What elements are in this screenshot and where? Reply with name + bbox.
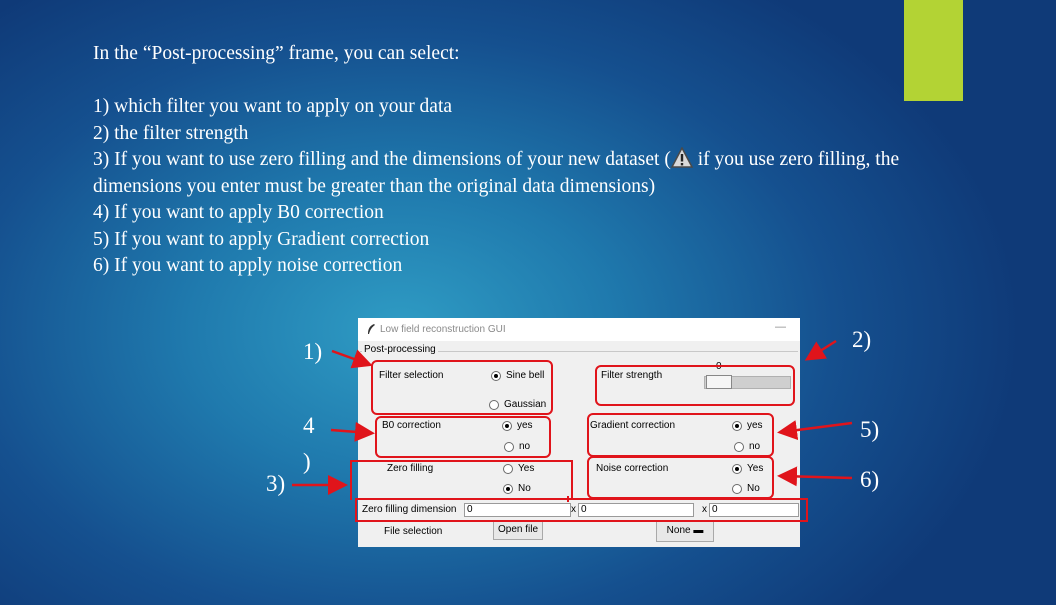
annotation-box-b0 — [375, 416, 551, 458]
list-item-1: 1) which filter you want to apply on you… — [93, 96, 453, 117]
radio-gradient-no[interactable] — [734, 442, 744, 452]
arrow-4 — [330, 421, 375, 442]
b0-correction-label: B0 correction — [382, 420, 441, 431]
arrow-6 — [777, 466, 853, 487]
annotation-box-zf-dimension — [355, 498, 808, 522]
zero-filling-label: Zero filling — [387, 463, 434, 474]
annotation-box-zero-filling — [350, 460, 573, 500]
radio-zero-filling-no[interactable] — [503, 484, 513, 494]
annotation-label-5: 5) — [860, 417, 880, 442]
radio-zero-filling-yes[interactable] — [503, 464, 513, 474]
b0-yes-label: yes — [517, 420, 533, 431]
frame-label: Post-processing — [362, 344, 438, 355]
list-item-5: 5) If you want to apply Gradient correct… — [93, 228, 430, 250]
zf-dim-input-2[interactable]: 0 — [578, 503, 694, 517]
noise-no-label: No — [747, 483, 760, 494]
annotation-label-4: 4 — [303, 413, 315, 438]
minimize-button[interactable]: — — [775, 321, 786, 333]
option-menu-indicator-icon: ▬ — [693, 525, 704, 536]
none-menu-label: None — [666, 525, 691, 536]
radio-noise-yes[interactable] — [732, 464, 742, 474]
zf-dimension-label: Zero filling dimension — [362, 504, 457, 515]
gaussian-label: Gaussian — [504, 399, 547, 410]
arrow-2 — [804, 339, 837, 361]
arrow-5 — [777, 420, 853, 441]
list-item-3: 3) If you want to use zero filling and t… — [93, 147, 923, 200]
radio-sine-bell[interactable] — [491, 371, 501, 381]
x-separator-2: x — [702, 504, 707, 515]
b0-no-label: no — [519, 441, 531, 452]
radio-noise-no[interactable] — [732, 484, 742, 494]
window-title: Low field reconstruction GUI — [380, 324, 506, 335]
zf-dim-input-1[interactable]: 0 — [464, 503, 571, 517]
annotation-box-filter-selection — [371, 360, 553, 415]
gradient-no-label: no — [749, 441, 761, 452]
annotation-label-2: 2) — [852, 327, 872, 352]
slider-handle[interactable] — [706, 375, 732, 389]
warning-triangle-icon — [670, 147, 693, 168]
gui-window: Low field reconstruction GUI — Post-proc… — [358, 318, 800, 547]
frame-border — [360, 351, 798, 538]
intro-text: In the “Post-processing” frame, you can … — [93, 43, 460, 64]
annotation-box-filter-strength — [595, 365, 795, 406]
zero-filling-no-label: No — [518, 483, 531, 494]
filter-strength-label: Filter strength — [601, 370, 663, 381]
zf-dim-input-3[interactable]: 0 — [709, 503, 799, 517]
list-item-4: 4) If you want to apply B0 correction — [93, 202, 384, 223]
title-bar[interactable]: Low field reconstruction GUI — — [358, 318, 800, 341]
noise-yes-label: Yes — [747, 463, 764, 474]
item3-part-b: if you use zero filling, the dimensions … — [93, 149, 900, 197]
radio-gaussian[interactable] — [489, 400, 499, 410]
sine-bell-label: Sine bell — [506, 370, 545, 381]
x-separator-1: x — [571, 504, 576, 515]
annotation-label-3: 3) — [266, 471, 286, 496]
annotation-label-4-paren: ) — [303, 449, 311, 474]
feather-icon — [368, 324, 375, 334]
radio-b0-no[interactable] — [504, 442, 514, 452]
noise-correction-label: Noise correction — [596, 463, 669, 474]
list-item-6: 6) If you want to apply noise correction — [93, 255, 403, 276]
accent-bar — [904, 0, 963, 101]
slide-body: In the “Post-processing” frame, you can … — [93, 41, 923, 280]
annotation-label-6: 6) — [860, 467, 880, 492]
arrow-1 — [331, 349, 373, 369]
annotation-label-1: 1) — [303, 339, 323, 364]
zero-filling-yes-label: Yes — [518, 463, 535, 474]
annotation-connector — [567, 496, 569, 502]
radio-gradient-yes[interactable] — [732, 421, 742, 431]
gradient-yes-label: yes — [747, 420, 763, 431]
file-selection-label: File selection — [384, 526, 443, 537]
gradient-correction-label: Gradient correction — [590, 420, 676, 431]
list-item-2: 2) the filter strength — [93, 122, 249, 144]
item3-part-a: 3) If you want to use zero filling and t… — [93, 149, 671, 170]
filter-selection-label: Filter selection — [379, 370, 444, 381]
radio-b0-yes[interactable] — [502, 421, 512, 431]
